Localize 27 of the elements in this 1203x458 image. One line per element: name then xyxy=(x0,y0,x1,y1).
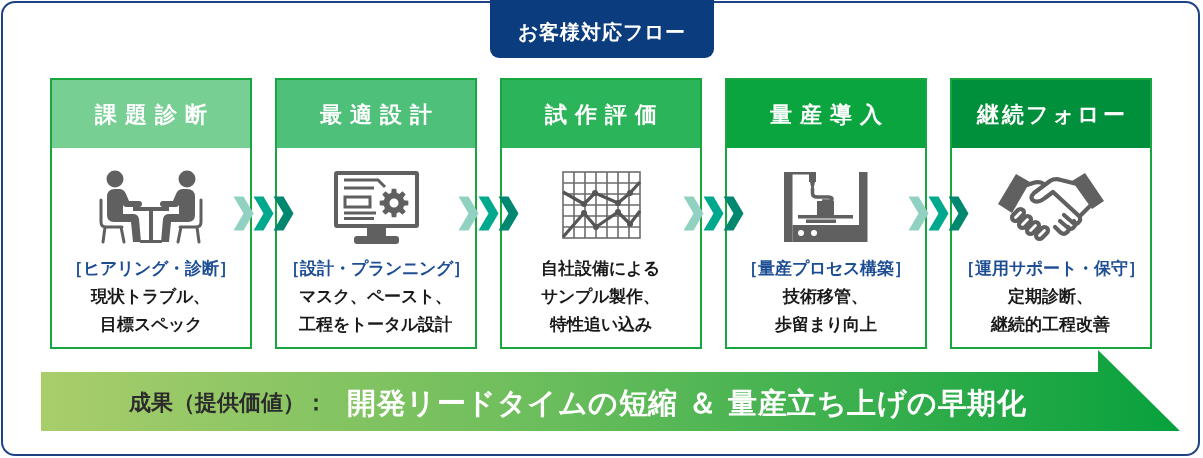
step-description: 定期診断、継続的工程改善 xyxy=(989,285,1112,336)
result-text: 開発リードタイムの短縮 ＆ 量産立ち上げの早期化 xyxy=(347,385,1027,421)
chevron-arrow xyxy=(683,196,744,231)
step-subtitle: ［量産プロセス構築］ xyxy=(741,257,911,280)
step-title: 課題診断 xyxy=(94,101,215,129)
step-description: マスク、ペースト、工程をトータル設計 xyxy=(298,285,454,336)
step-description: 自社設備によるサンプル製作、特性追い込み xyxy=(540,257,662,336)
step-description: 現状トラブル、目標スペック xyxy=(89,285,212,336)
chevron-arrow xyxy=(908,196,969,231)
step-card xyxy=(500,78,702,349)
result-label: 成果（提供価値）： xyxy=(129,389,327,417)
chevron-arrow xyxy=(458,196,519,231)
diagram-title: お客様対応フロー xyxy=(518,19,686,44)
step-subtitle: ［設計・プランニング］ xyxy=(282,257,470,280)
step-title: 量産導入 xyxy=(769,101,890,129)
step-card xyxy=(50,78,252,349)
arrow-banner xyxy=(41,350,1180,431)
step-card xyxy=(725,78,927,349)
step-description: 技術移管、歩留まり向上 xyxy=(774,285,878,336)
step-card xyxy=(950,78,1152,349)
chevron-arrow xyxy=(233,196,294,231)
step-title: 継続フォロー xyxy=(975,101,1128,129)
step-title: 試作評価 xyxy=(544,101,665,129)
step-title: 最適設計 xyxy=(319,101,440,129)
step-card xyxy=(275,78,477,349)
step-subtitle: ［運用サポート・保守］ xyxy=(957,257,1145,280)
step-subtitle: ［ヒアリング・診断］ xyxy=(66,257,236,280)
